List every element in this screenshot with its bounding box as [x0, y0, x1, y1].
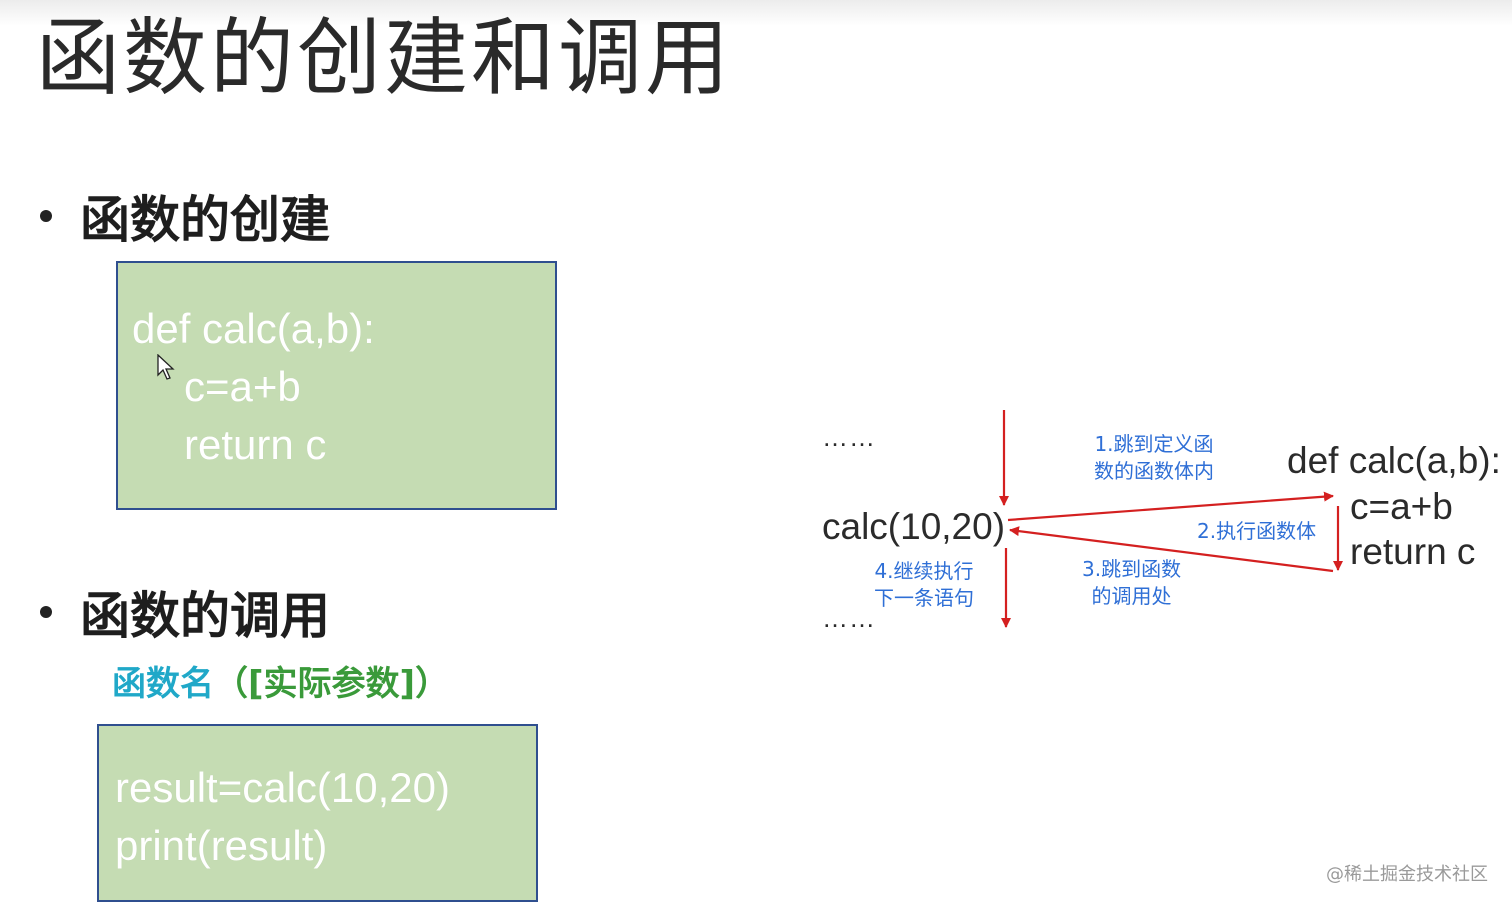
def-line: def calc(a,b):	[1287, 440, 1501, 481]
step4-annotation: 4.继续执行 下一条语句	[874, 558, 974, 612]
step4-line: 4.继续执行	[874, 559, 974, 583]
ellipsis-bottom: ……	[822, 603, 876, 633]
code-line: c=a+b	[184, 363, 301, 410]
code-line: return c	[184, 421, 327, 468]
watermark: @稀土掘金技术社区	[1326, 864, 1488, 885]
step3-line: 的调用处	[1091, 584, 1172, 608]
bullet-dot	[40, 606, 52, 618]
ellipsis-top: ……	[822, 422, 876, 452]
def-line: c=a+b	[1350, 486, 1453, 527]
bullet-function-creation: 函数的创建	[40, 180, 330, 252]
call-code-box: result=calc(10,20) print(result)	[97, 724, 538, 902]
bullet-dot	[40, 210, 52, 222]
arrow-jump-to-def	[1007, 491, 1334, 522]
bullet-label: 函数的调用	[80, 587, 330, 645]
slide-title: 函数的创建和调用	[36, 9, 733, 107]
code-line: result=calc(10,20)	[115, 764, 450, 811]
step3-line: 3.跳到函数	[1082, 557, 1182, 581]
arrow-return-to-caller	[1009, 526, 1334, 573]
mouse-pointer-icon	[157, 354, 175, 380]
def-code-box: def calc(a,b): c=a+b return c	[116, 261, 557, 510]
step1-line: 数的函数体内	[1094, 459, 1214, 483]
step2-annotation: 2.执行函数体	[1197, 519, 1317, 543]
bullet-label: 函数的创建	[80, 191, 330, 249]
bullet-function-call: 函数的调用	[40, 576, 330, 648]
code-line: def calc(a,b):	[132, 305, 375, 352]
step4-line: 下一条语句	[874, 586, 974, 610]
step1-line: 1.跳到定义函	[1094, 432, 1214, 456]
syntax-function-name: 函数名	[112, 664, 214, 704]
call-syntax: 函数名（[实际参数]）	[112, 656, 449, 705]
syntax-arguments: （[实际参数]）	[214, 664, 450, 704]
step1-annotation: 1.跳到定义函 数的函数体内	[1094, 431, 1214, 485]
code-line: print(result)	[115, 822, 328, 869]
call-expression: calc(10,20)	[822, 506, 1006, 547]
step3-annotation: 3.跳到函数 的调用处	[1082, 556, 1181, 610]
def-line: return c	[1350, 531, 1476, 572]
